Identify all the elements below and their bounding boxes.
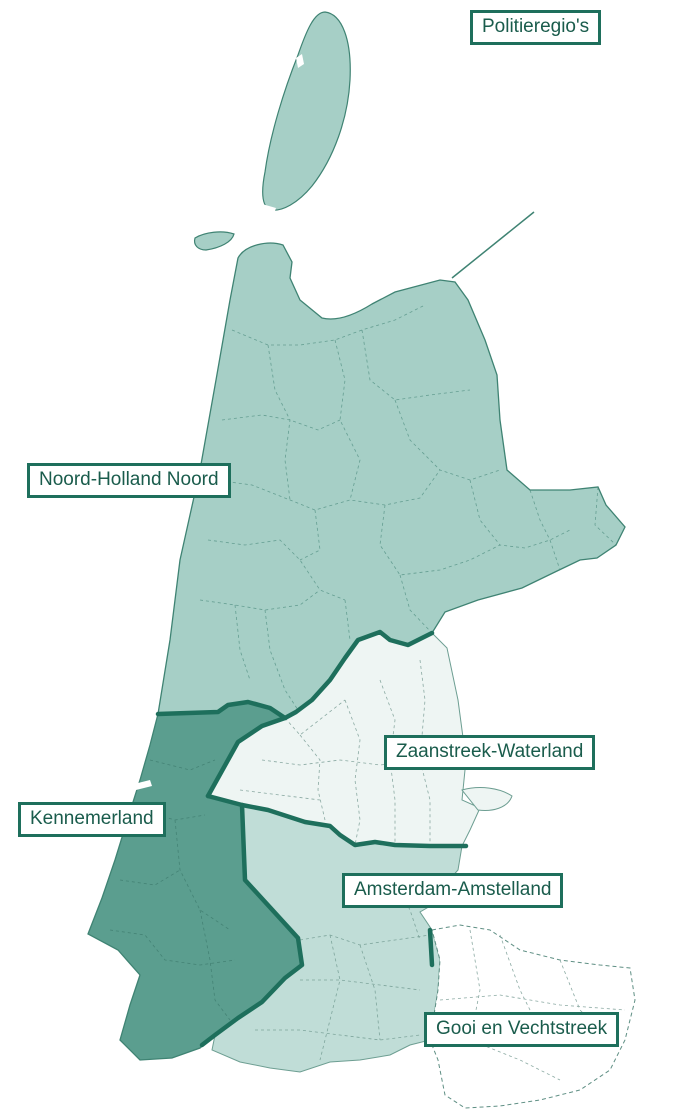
texel-lake	[296, 54, 304, 68]
label-noord-holland-noord: Noord-Holland Noord	[27, 463, 231, 498]
border-kennemerland-amsterdam	[199, 802, 305, 1048]
label-gooi-en-vechtstreek: Gooi en Vechtstreek	[424, 1012, 620, 1047]
municipal-boundaries-amsterdam	[255, 879, 431, 1061]
municipal-boundaries-zaanstreek	[239, 659, 456, 846]
ijmuiden-pier	[118, 780, 152, 794]
municipal-boundaries-nhn	[199, 304, 617, 711]
label-amsterdam-amstelland: Amsterdam-Amstelland	[342, 873, 564, 908]
municipal-boundaries-kennemerland	[109, 759, 236, 1021]
gooi-internal-lines	[439, 929, 626, 1081]
texel-island	[262, 11, 351, 211]
map-title: Politieregio's	[470, 10, 602, 45]
label-zaanstreek-waterland: Zaanstreek-Waterland	[384, 735, 596, 770]
texel-shoal	[260, 204, 276, 214]
small-island	[193, 231, 235, 251]
dike-line	[451, 211, 535, 279]
label-kennemerland: Kennemerland	[18, 802, 166, 837]
border-nhn-zaanstreek	[205, 629, 435, 799]
border-amsterdam-gooi	[427, 927, 435, 968]
coast-bulge	[461, 787, 513, 811]
border-zaanstreek-amsterdam	[205, 793, 469, 849]
border-nhn-kennemerland	[155, 699, 288, 721]
